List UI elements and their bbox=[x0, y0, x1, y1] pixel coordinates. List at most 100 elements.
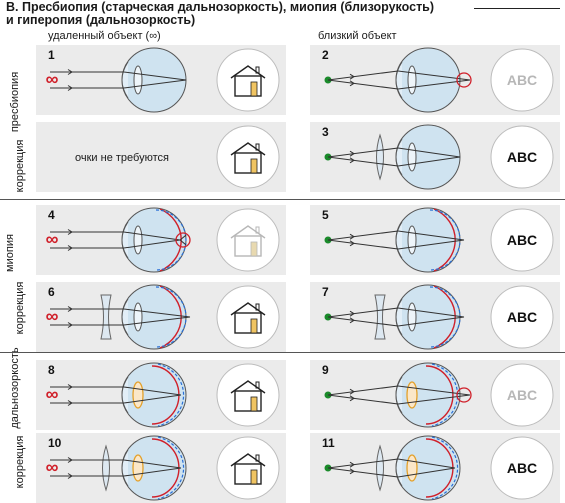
ray-arrowhead bbox=[349, 157, 355, 164]
view-circle bbox=[490, 208, 554, 272]
ray-arrowhead bbox=[349, 388, 355, 395]
abc-label-blurred: ABC bbox=[507, 387, 537, 403]
retina-blue bbox=[157, 363, 185, 427]
ray-arrowhead bbox=[67, 322, 73, 328]
lens-icon bbox=[102, 444, 110, 492]
view-circle bbox=[490, 48, 554, 112]
eyeball bbox=[395, 435, 461, 501]
house-chimney bbox=[255, 226, 260, 234]
ray-arrowhead bbox=[67, 457, 73, 463]
light-ray bbox=[123, 386, 182, 396]
view-circle bbox=[490, 363, 554, 427]
house-roof bbox=[230, 302, 266, 316]
house-roof bbox=[230, 65, 266, 79]
retina-red bbox=[159, 285, 182, 349]
eye-lens bbox=[133, 302, 143, 332]
figure-title: B. Пресбиопия (старческая дальнозоркость… bbox=[6, 1, 434, 27]
ray-arrowhead bbox=[349, 310, 355, 317]
eye-lens-accommodating bbox=[406, 454, 418, 482]
retina-red bbox=[159, 208, 182, 272]
house-chimney bbox=[255, 66, 260, 74]
light-ray bbox=[327, 230, 399, 241]
house-body bbox=[234, 390, 262, 412]
house-door bbox=[250, 396, 258, 412]
light-ray bbox=[397, 147, 461, 158]
light-ray bbox=[397, 230, 465, 241]
ray-arrowhead bbox=[349, 233, 355, 240]
eye-icon bbox=[395, 124, 461, 190]
house-chimney bbox=[255, 454, 260, 462]
house-body bbox=[234, 152, 262, 174]
lens-icon bbox=[374, 294, 386, 340]
ray-arrowhead bbox=[67, 400, 73, 406]
focus-highlight-circle bbox=[175, 232, 191, 248]
house-chimney bbox=[255, 143, 260, 151]
light-ray bbox=[397, 467, 456, 478]
eye-icon bbox=[121, 284, 187, 350]
figure-title-line1: B. Пресбиопия (старческая дальнозоркость… bbox=[6, 0, 435, 14]
ray-arrowhead bbox=[349, 461, 355, 468]
light-ray bbox=[327, 70, 399, 81]
view-circle bbox=[216, 48, 280, 112]
light-ray bbox=[397, 79, 471, 90]
panel-number: 4 bbox=[48, 208, 55, 222]
ray-arrowhead bbox=[349, 73, 355, 80]
house-roof bbox=[230, 453, 266, 467]
ray-arrowhead bbox=[67, 245, 73, 251]
eyeball bbox=[121, 47, 187, 113]
panel-number: 5 bbox=[322, 208, 329, 222]
lens-icon bbox=[376, 444, 384, 492]
panel-number: 3 bbox=[322, 125, 329, 139]
house-roof bbox=[230, 225, 266, 239]
house-icon bbox=[230, 302, 266, 334]
view-circle bbox=[216, 285, 280, 349]
cornea bbox=[121, 221, 129, 259]
note-no-glasses: очки не требуются bbox=[75, 152, 169, 164]
house-door bbox=[250, 469, 258, 485]
house-door bbox=[250, 81, 258, 97]
eye-lens-accommodating bbox=[132, 381, 144, 409]
abc-label: ABC bbox=[507, 232, 537, 248]
light-ray bbox=[397, 385, 471, 396]
light-ray bbox=[397, 307, 465, 318]
abc-label: ABC bbox=[507, 460, 537, 476]
retina-red bbox=[425, 365, 454, 425]
light-ray bbox=[397, 156, 461, 167]
focus-highlight-circle bbox=[456, 72, 472, 88]
light-ray bbox=[123, 308, 191, 318]
eye-lens bbox=[407, 302, 417, 332]
column-header-near: близкий объект bbox=[318, 30, 397, 42]
eye-lens bbox=[133, 65, 143, 95]
lens-icon bbox=[100, 294, 112, 340]
light-ray bbox=[179, 239, 187, 246]
house-roof bbox=[230, 142, 266, 156]
infinity-symbol: ∞ bbox=[46, 384, 59, 404]
ray-arrowhead bbox=[349, 395, 355, 402]
light-ray bbox=[123, 394, 182, 404]
ray-arrowhead bbox=[67, 473, 73, 479]
eye-icon bbox=[121, 435, 187, 501]
light-ray bbox=[397, 316, 465, 327]
light-ray bbox=[397, 70, 471, 81]
convex-lens bbox=[102, 444, 110, 492]
house-body bbox=[234, 75, 262, 97]
eyeball bbox=[395, 362, 461, 428]
house-icon bbox=[230, 65, 266, 97]
panel-number: 2 bbox=[322, 48, 329, 62]
light-ray bbox=[327, 467, 399, 478]
panel-number: 10 bbox=[48, 436, 62, 450]
ray-arrowhead bbox=[349, 317, 355, 324]
title-rule bbox=[474, 8, 560, 9]
eye-icon bbox=[395, 207, 461, 273]
light-ray bbox=[327, 458, 399, 469]
light-ray bbox=[179, 234, 187, 241]
lens-icon bbox=[376, 133, 384, 181]
retina-blue bbox=[157, 436, 185, 500]
retina-blue bbox=[429, 209, 461, 271]
ray-arrowhead bbox=[67, 229, 73, 235]
light-ray bbox=[123, 71, 187, 81]
eye-icon bbox=[121, 47, 187, 113]
light-ray bbox=[327, 239, 399, 250]
